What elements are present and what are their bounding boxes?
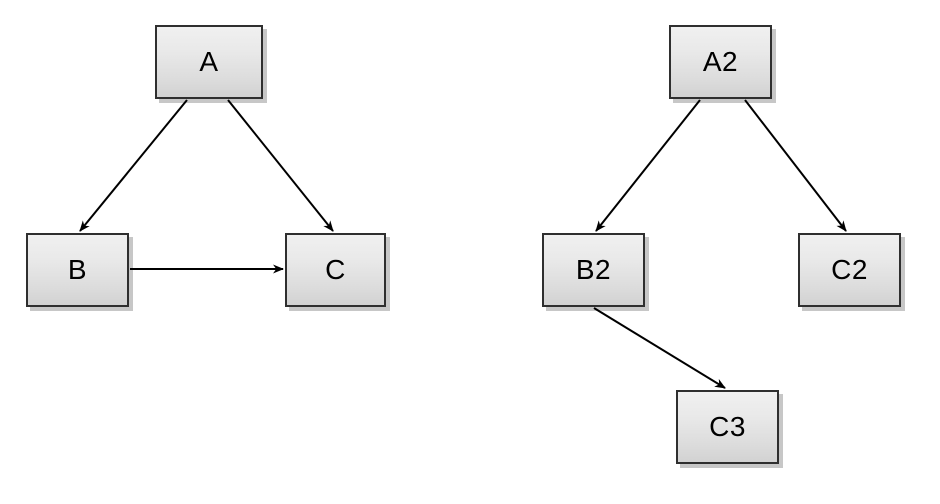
node-label: C3 <box>709 411 746 442</box>
node-c[interactable]: C <box>285 233 386 307</box>
edge-a-to-b[interactable] <box>79 99 188 232</box>
edge-a-to-c[interactable] <box>227 99 334 232</box>
node-c2[interactable]: C2 <box>798 233 901 307</box>
node-c3[interactable]: C3 <box>676 390 779 464</box>
edge-a2-to-b2[interactable] <box>595 99 701 232</box>
node-a[interactable]: A <box>155 25 263 99</box>
node-b[interactable]: B <box>26 233 129 307</box>
node-label: A <box>199 46 219 77</box>
edge-b2-to-c3[interactable] <box>593 307 726 389</box>
edge-a2-to-c2[interactable] <box>744 99 847 232</box>
node-a2[interactable]: A2 <box>669 25 772 99</box>
node-label: C2 <box>831 254 868 285</box>
node-label: A2 <box>702 46 739 77</box>
node-label: B2 <box>575 254 612 285</box>
node-label: B <box>67 254 88 285</box>
edge-group <box>79 99 847 389</box>
node-b2[interactable]: B2 <box>542 233 645 307</box>
node-label: C <box>325 254 346 285</box>
